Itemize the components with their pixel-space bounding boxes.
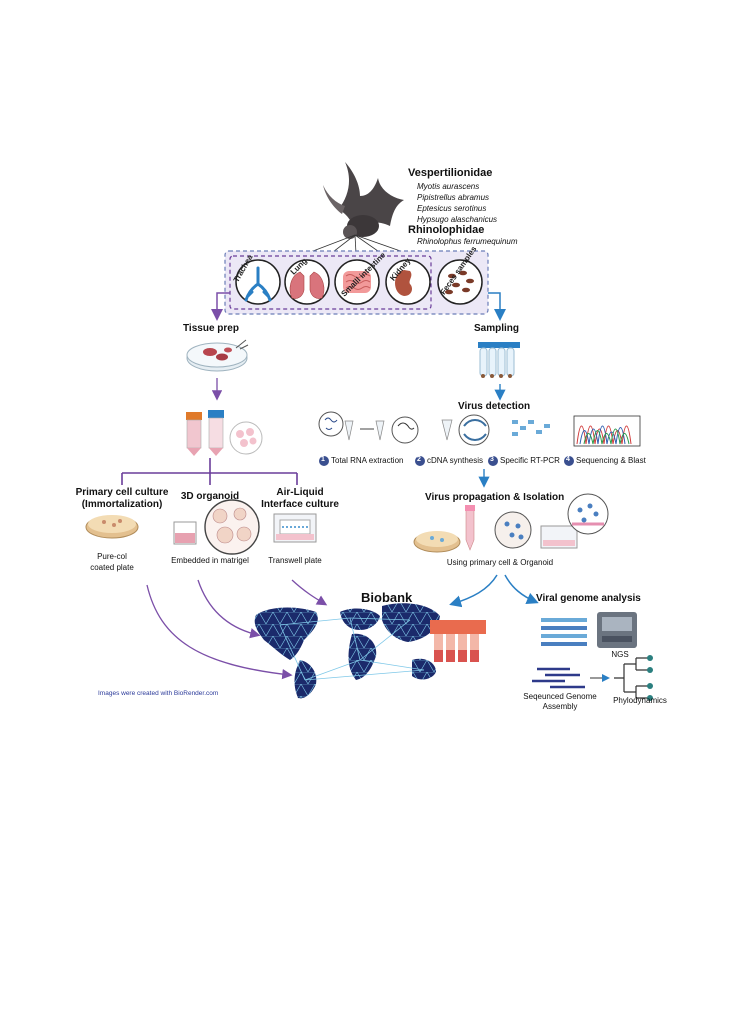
species-label: Myotis aurascens bbox=[417, 182, 480, 191]
culture-branch-lines bbox=[121, 458, 298, 485]
sequencer-machine bbox=[597, 612, 637, 648]
species-label: Eptesicus serotinus bbox=[417, 204, 487, 213]
map-network-lines bbox=[279, 617, 425, 681]
step-label: Total RNA extraction bbox=[331, 456, 404, 465]
pure-col-plate bbox=[85, 515, 139, 539]
step-label: Specific RT-PCR bbox=[500, 456, 560, 465]
assembly-bars bbox=[532, 667, 585, 689]
arrow-to-tissue-prep bbox=[211, 292, 230, 321]
propagation-icons bbox=[413, 493, 609, 553]
phylogenetic-tree bbox=[614, 657, 650, 699]
family-vespertilionidae: Vespertilionidae bbox=[408, 167, 493, 179]
genome-analysis-title: Viral genome analysis bbox=[536, 593, 641, 604]
species-label: Pipistrellus abramus bbox=[417, 193, 490, 202]
arrow-prop-to-biobank bbox=[449, 574, 498, 608]
biobank-tube-rack bbox=[430, 620, 486, 662]
centrifuge-tubes bbox=[186, 410, 263, 456]
biobank-title: Biobank bbox=[361, 590, 413, 605]
primary-culture-title: Primary cell culture (Immortalization) bbox=[75, 487, 169, 510]
organ-icons bbox=[235, 259, 483, 305]
organoid-title: 3D organoid bbox=[180, 491, 240, 502]
transwell-plate bbox=[273, 513, 317, 543]
arrow-to-sampling bbox=[488, 292, 506, 321]
step-number-circles bbox=[319, 456, 574, 466]
world-map bbox=[254, 603, 440, 699]
step-number: 2 bbox=[417, 456, 421, 463]
step-number: 1 bbox=[321, 456, 325, 463]
ali-culture-title: Air-Liquid Interface culture bbox=[261, 487, 339, 510]
biorender-credit: Images were created with BioRender.com bbox=[98, 690, 219, 697]
species-label: Rhinolophus ferrumequinum bbox=[417, 237, 518, 246]
assembly-label: Seqeunced Genome Assembly bbox=[523, 692, 597, 711]
phylo-tips bbox=[647, 655, 653, 701]
organoid-caption: Embedded in matrigel bbox=[171, 556, 249, 565]
step-label: Sequencing & Blast bbox=[576, 456, 646, 465]
sampling-tubes bbox=[478, 342, 520, 378]
ali-caption: Transwell plate bbox=[268, 556, 322, 565]
species-label: Hypsugo alaschanicus bbox=[417, 215, 498, 224]
family-rhinolophidae: Rhinolophidae bbox=[408, 224, 485, 236]
propagation-title: Virus propagation & Isolation bbox=[425, 492, 565, 503]
organoid-illustration bbox=[173, 499, 260, 555]
step-label: cDNA synthesis bbox=[427, 456, 484, 465]
virus-detection-icons bbox=[318, 411, 641, 447]
ngs-label: NGS bbox=[611, 650, 629, 659]
phylodynamics-label: Phylodynamics bbox=[613, 696, 667, 705]
tissue-prep-title: Tissue prep bbox=[183, 323, 239, 334]
tissue-petri-dish bbox=[186, 339, 249, 372]
sampling-title: Sampling bbox=[474, 323, 520, 334]
step-number: 4 bbox=[566, 456, 570, 463]
arrow-ali-to-biobank bbox=[291, 579, 328, 606]
primary-culture-caption: Pure-col coated plate bbox=[90, 552, 134, 572]
arrow-prop-to-genome bbox=[504, 574, 539, 604]
ngs-reads bbox=[541, 618, 587, 646]
arrow-primary-to-biobank bbox=[146, 584, 293, 680]
virus-detection-title: Virus detection bbox=[458, 401, 531, 412]
step-number: 3 bbox=[490, 456, 494, 463]
propagation-caption: Using primary cell & Organoid bbox=[446, 558, 554, 567]
bat-illustration bbox=[323, 162, 404, 239]
arrow-organoid-to-biobank bbox=[197, 579, 261, 639]
